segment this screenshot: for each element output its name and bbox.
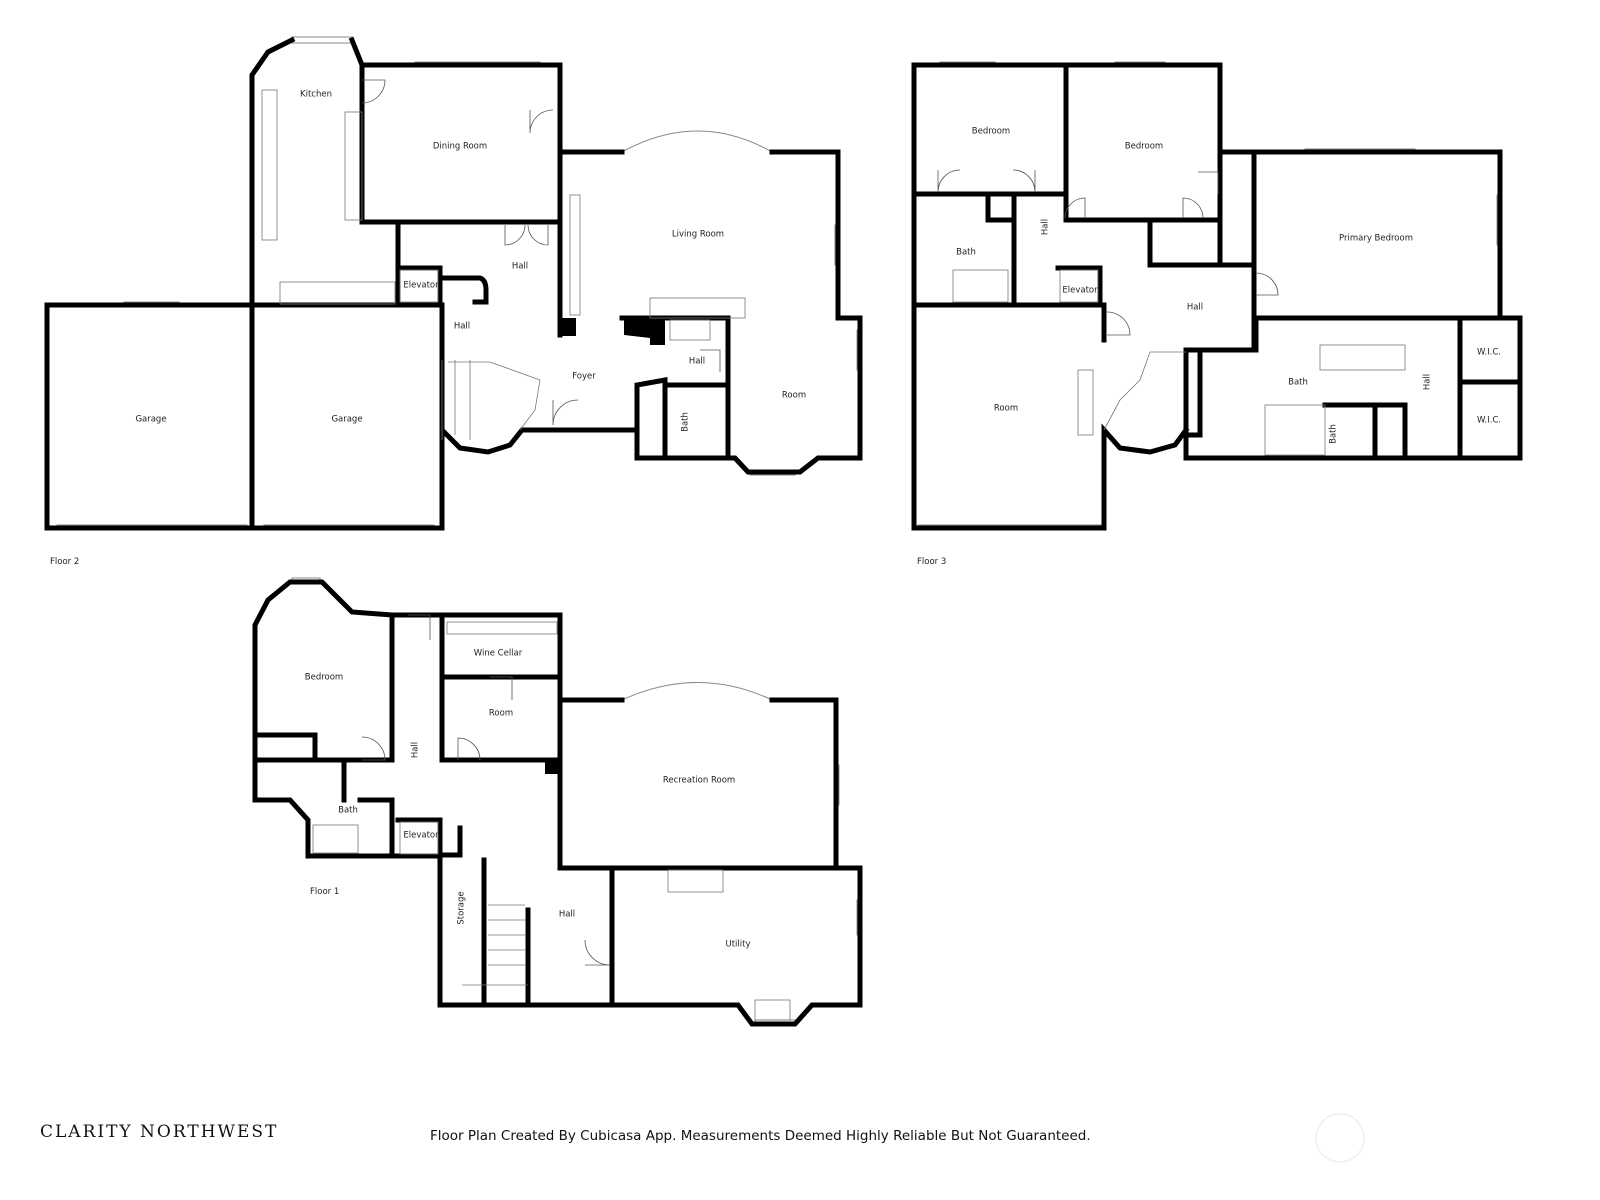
floor-2-plan: Kitchen Dining Room Living Room Hall Ele…	[44, 36, 863, 567]
room-label-storage: Storage	[457, 891, 467, 924]
room-label-recreation-room: Recreation Room	[663, 776, 735, 786]
room-label-bath-primary: Bath	[1288, 378, 1308, 388]
room-label-hall: Hall	[512, 262, 528, 272]
floor-1-plan: Bedroom Wine Cellar Room Hall Bath Eleva…	[252, 577, 863, 1027]
room-label-elevator: Elevator	[403, 281, 439, 291]
room-label-garage-left: Garage	[135, 415, 166, 425]
room-label-bedroom-1: Bedroom	[972, 127, 1010, 137]
room-label-wic-1: W.I.C.	[1477, 348, 1501, 358]
room-label-primary-bedroom: Primary Bedroom	[1339, 234, 1413, 244]
room-label-bath: Bath	[338, 806, 358, 816]
room-label-hall-small: Hall	[454, 322, 470, 332]
room-label-room: Room	[782, 391, 806, 401]
room-label-elevator: Elevator	[1062, 286, 1098, 296]
room-label-room: Room	[489, 709, 513, 719]
disclaimer: Floor Plan Created By Cubicasa App. Meas…	[430, 1128, 1091, 1144]
room-label-utility: Utility	[725, 940, 750, 950]
room-label-hall-vertical: Hall	[1041, 219, 1051, 235]
room-label-bath: Bath	[681, 412, 691, 432]
brand-logo: CLARITY NORTHWEST	[40, 1122, 278, 1142]
room-label-bath-small: Bath	[1329, 424, 1339, 444]
room-label-hall-main: Hall	[1187, 303, 1203, 313]
room-label-bath-left: Bath	[956, 248, 976, 258]
room-label-dining-room: Dining Room	[433, 142, 487, 152]
floor-3-label: Floor 3	[917, 557, 946, 567]
room-label-hall-right: Hall	[689, 357, 705, 367]
room-label-hall: Hall	[559, 910, 575, 920]
floor-2-label: Floor 2	[50, 557, 79, 567]
floor-3-plan: Bedroom Bedroom Primary Bedroom Bath Hal…	[911, 61, 1523, 567]
room-label-living-room: Living Room	[672, 230, 724, 240]
watermark-icon	[1315, 1113, 1365, 1163]
room-label-elevator: Elevator	[403, 831, 439, 841]
room-label-foyer: Foyer	[572, 372, 596, 382]
floor-1-label: Floor 1	[310, 887, 339, 897]
room-label-room: Room	[994, 404, 1018, 414]
room-label-bedroom: Bedroom	[305, 673, 343, 683]
room-label-kitchen: Kitchen	[300, 90, 332, 100]
room-label-garage-right: Garage	[331, 415, 362, 425]
room-label-bedroom-2: Bedroom	[1125, 142, 1163, 152]
room-label-hall-right: Hall	[1423, 374, 1433, 390]
room-label-wine-cellar: Wine Cellar	[474, 649, 523, 659]
room-label-wic-2: W.I.C.	[1477, 416, 1501, 426]
room-label-hall-vertical: Hall	[411, 742, 421, 758]
